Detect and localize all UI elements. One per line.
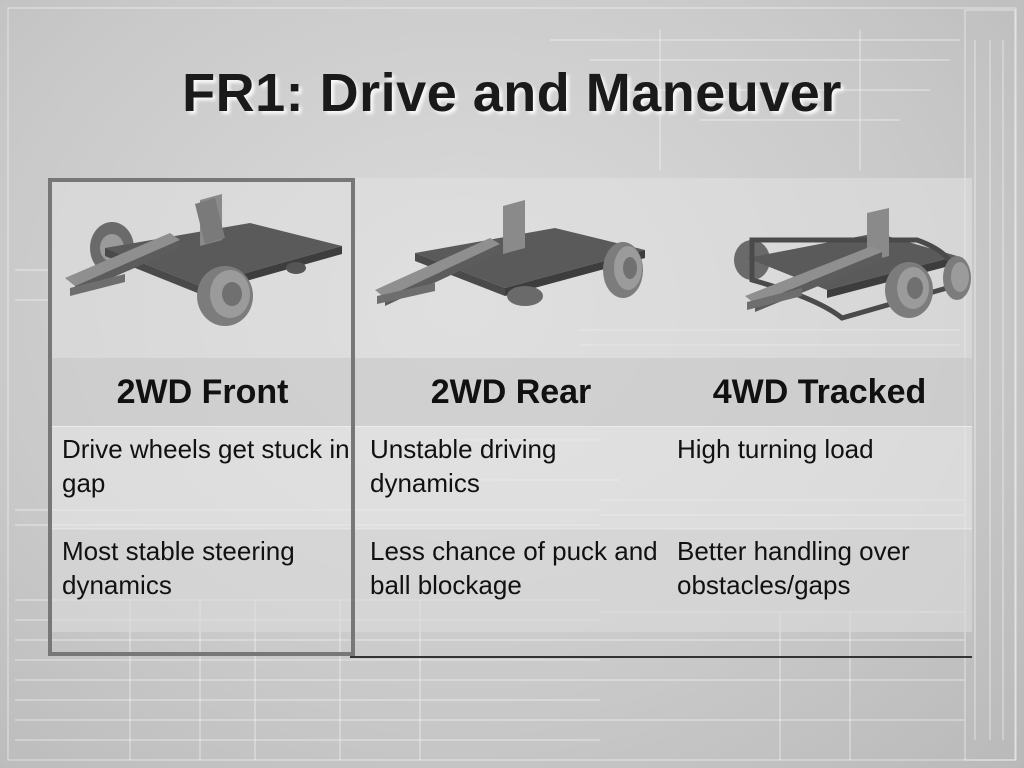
robot-4wd-tracked-render	[734, 208, 971, 321]
column-header-2wd-rear: 2WD Rear	[430, 373, 592, 411]
robot-4wd-tracked-image	[667, 178, 972, 358]
header-row: 2WD Front 2WD Rear 4WD Tracked	[50, 358, 972, 426]
table-cell: Less chance of puck and ball blockage	[370, 536, 658, 600]
table-cell: Drive wheels get stuck in gap	[62, 434, 350, 498]
table-bottom-border	[350, 656, 972, 658]
table-cell: High turning load	[677, 434, 874, 464]
column-header-2wd-front: 2WD Front	[116, 373, 289, 411]
table-row: Most stable steering dynamics Less chanc…	[50, 528, 972, 632]
table-cell: Most stable steering dynamics	[62, 536, 295, 600]
table-cell: Unstable driving dynamics	[370, 434, 557, 498]
slide-title: FR1: Drive and Maneuver	[182, 63, 842, 123]
column-header-4wd-tracked: 4WD Tracked	[712, 373, 927, 411]
robot-2wd-front-render	[65, 194, 342, 326]
table-cell: Better handling over obstacles/gaps	[677, 536, 910, 600]
table-row: Drive wheels get stuck in gap Unstable d…	[50, 426, 972, 530]
robot-2wd-rear-image	[355, 178, 667, 358]
robot-2wd-rear-render	[375, 200, 645, 306]
robot-2wd-front-image	[50, 178, 355, 358]
comparison-table: 2WD Front 2WD Rear 4WD Tracked Drive whe…	[50, 178, 972, 658]
image-row	[50, 178, 972, 358]
highlight-box-2wd-front	[48, 178, 355, 656]
